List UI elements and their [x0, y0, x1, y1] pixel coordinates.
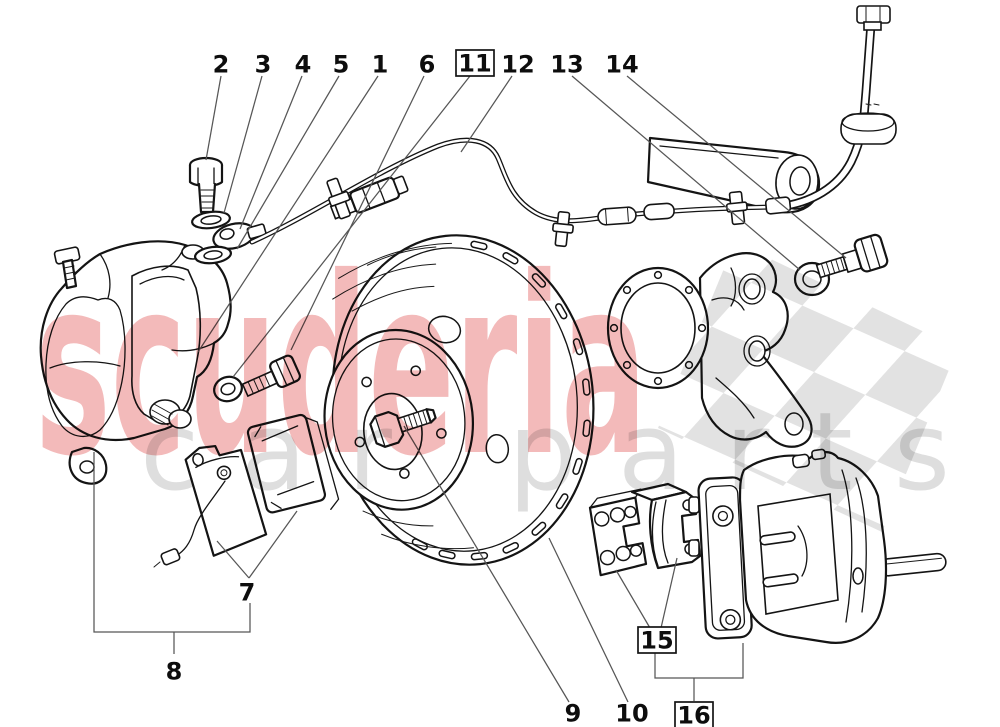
bleed-screw: [53, 246, 81, 290]
bracket-line: [93, 452, 251, 633]
callout-13: 13: [550, 51, 583, 79]
leader-line: [248, 510, 298, 579]
leader-line: [197, 75, 379, 353]
pipe-clip-left: [326, 177, 351, 220]
pipe-clip-mid: [552, 210, 574, 248]
leader-line: [236, 75, 340, 250]
leader-line: [232, 75, 471, 378]
sensor-wire: [175, 480, 226, 557]
wear-sensor: [216, 465, 232, 481]
guide-bolt: [241, 354, 301, 398]
leader-line: [615, 569, 651, 629]
mount-bolt: [815, 233, 889, 279]
callout-2: 2: [213, 51, 230, 79]
callout-7: 7: [239, 579, 256, 607]
guide-washer: [213, 375, 243, 403]
banjo-bolt: [188, 156, 224, 214]
watermark-layer: scuderia car parts: [35, 225, 958, 532]
front-caliper: [39, 240, 232, 485]
hose-grommet: [840, 112, 897, 145]
hose-top-fitting: [856, 5, 891, 31]
leader-line: [403, 425, 570, 703]
callout-10: 10: [615, 700, 648, 727]
leader-line: [223, 75, 263, 214]
pipe-clip-right: [725, 190, 748, 226]
callout-11: 11: [458, 50, 491, 78]
watermark-brand: scuderia: [35, 225, 647, 510]
leader-line: [290, 75, 425, 351]
pipe-union-1: [597, 206, 637, 226]
caliper-guide-rod: [879, 552, 947, 577]
caliper-bushing: [149, 399, 192, 429]
wheel-stud: [369, 408, 437, 448]
leader-line: [626, 75, 847, 259]
leader-line: [660, 557, 678, 629]
leader-line: [571, 75, 801, 271]
callout-15: 15: [640, 627, 673, 655]
leader-line: [216, 540, 250, 579]
callout-5: 5: [333, 51, 350, 79]
watermark-tagline: car parts: [140, 390, 950, 515]
pad-retaining-pins: [759, 531, 799, 588]
callout-9: 9: [565, 700, 582, 727]
banjo-washer-upper: [191, 210, 231, 230]
callout-box-16: [674, 701, 714, 727]
brake-disc: [323, 234, 595, 566]
pipe-union-2: [643, 202, 675, 221]
callout-1: 1: [372, 51, 389, 79]
front-pad-outer: [246, 413, 340, 514]
leader-line: [239, 75, 303, 230]
callout-box-11: [455, 49, 495, 77]
callout-14: 14: [605, 51, 638, 79]
caliper-shim-upper: [688, 496, 700, 514]
disc-surface-arcs: [332, 242, 474, 550]
callout-3: 3: [255, 51, 272, 79]
caliper-mount-plate: [697, 476, 753, 640]
callout-6: 6: [419, 51, 436, 79]
sensor-plug: [153, 548, 181, 568]
leader-line: [460, 75, 513, 153]
rear-brake-pads: [588, 482, 702, 577]
front-pad-inner: [184, 444, 268, 557]
callout-16: 16: [677, 702, 710, 727]
callout-8: 8: [166, 658, 183, 686]
rear-pad-right: [630, 482, 702, 570]
banjo-union: [212, 222, 267, 250]
caliper-shim-lower: [688, 539, 700, 557]
leader-line: [205, 75, 222, 161]
leader-line: [548, 537, 629, 703]
disc-vent-slots: [411, 240, 591, 561]
front-brake-pads: [153, 413, 340, 568]
callout-12: 12: [501, 51, 534, 79]
caliper-mount-tab: [68, 446, 108, 485]
hose-collar: [764, 196, 792, 215]
callout-4: 4: [295, 51, 312, 79]
callout-box-15: [637, 626, 677, 654]
banjo-washer-lower: [194, 245, 232, 265]
bracket-line: [654, 643, 744, 679]
